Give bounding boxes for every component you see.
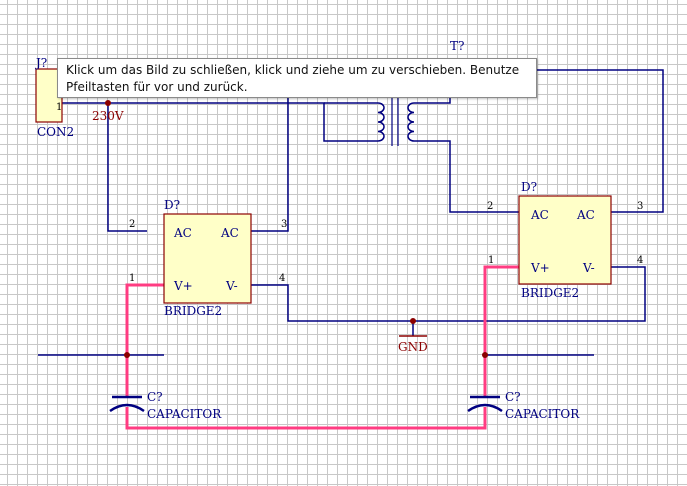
junctions [105,100,488,358]
capacitor-right-bottom-plate [467,403,503,413]
net-label-230v: 230V [92,109,124,123]
ground-symbol[interactable]: GND [398,335,428,354]
wire-transformer-secondary-top [414,69,664,213]
wire-left-vminus [251,284,413,322]
wire-bridge-left-pin3 [251,79,289,232]
ground-label: GND [398,340,428,354]
junction-left-output [124,352,130,358]
junction-ground [410,318,416,324]
wire-capacitor-return-highlight [125,407,487,430]
wires [38,69,664,356]
bridge-left-body [163,213,252,304]
bridge-left-pin-vminus: V- [225,279,238,293]
bridge-left-designator: D? [164,198,180,212]
capacitor-left-designator: C? [147,390,163,404]
transformer-secondary-coil [407,102,415,142]
capacitor-right-name: CAPACITOR [505,407,580,421]
connector-designator: J? [34,56,47,70]
transformer-t[interactable]: T? [377,39,464,146]
transformer-primary-coil [377,102,385,142]
junction-right-output [482,352,488,358]
bridge-left-pinnum-4: 4 [279,273,285,284]
wire-left-vplus-highlight [125,283,164,397]
bridge-right-body [518,195,612,285]
wire-230v-to-bridge-ac [107,103,147,232]
capacitor-right-designator: C? [505,390,521,404]
wire-transformer-secondary-bottom [414,140,519,213]
capacitor-left-bottom-plate [109,403,145,413]
bridge-left-pinnum-2: 2 [129,219,135,230]
bridge-right-pin-ac1: AC [530,208,549,222]
tooltip-text: Klick um das Bild zu schließen, klick un… [66,63,520,94]
wire-right-vplus-highlight [483,265,519,397]
bridge-right-pinnum-1: 1 [488,255,494,266]
bridge-right-designator: D? [521,180,537,194]
bridge-right[interactable]: D? AC AC V+ V- BRIDGE2 2 3 1 4 [487,180,643,300]
bridge-left-pinnum-1: 1 [129,273,135,284]
bridge-left-name: BRIDGE2 [164,304,222,318]
image-viewer-tooltip[interactable]: Klick um das Bild zu schließen, klick un… [57,58,537,98]
bridge-left-pin-ac2: AC [220,226,239,240]
bridge-right-name: BRIDGE2 [521,286,579,300]
capacitor-left[interactable]: C? CAPACITOR [109,390,222,421]
wire-right-vminus [413,266,646,322]
connector-name: CON2 [37,125,74,139]
capacitor-left-name: CAPACITOR [147,407,222,421]
transformer-designator: T? [450,39,464,53]
connector-pin-number: 1 [56,102,62,113]
bridge-left-pinnum-3: 3 [281,219,287,230]
bridge-right-pinnum-3: 3 [637,201,643,212]
bridge-left[interactable]: D? AC AC V+ V- BRIDGE2 2 3 1 4 [129,198,287,318]
bridge-right-pinnum-2: 2 [487,201,493,212]
bridge-left-pin-vplus: V+ [173,279,193,293]
bridge-right-pin-ac2: AC [576,208,595,222]
junction-230v [105,100,111,106]
bridge-right-pinnum-4: 4 [637,255,643,266]
bridge-left-pin-ac1: AC [173,226,192,240]
bridge-right-pin-vplus: V+ [530,261,550,275]
capacitor-right[interactable]: C? CAPACITOR [467,390,580,421]
bridge-right-pin-vminus: V- [582,261,595,275]
